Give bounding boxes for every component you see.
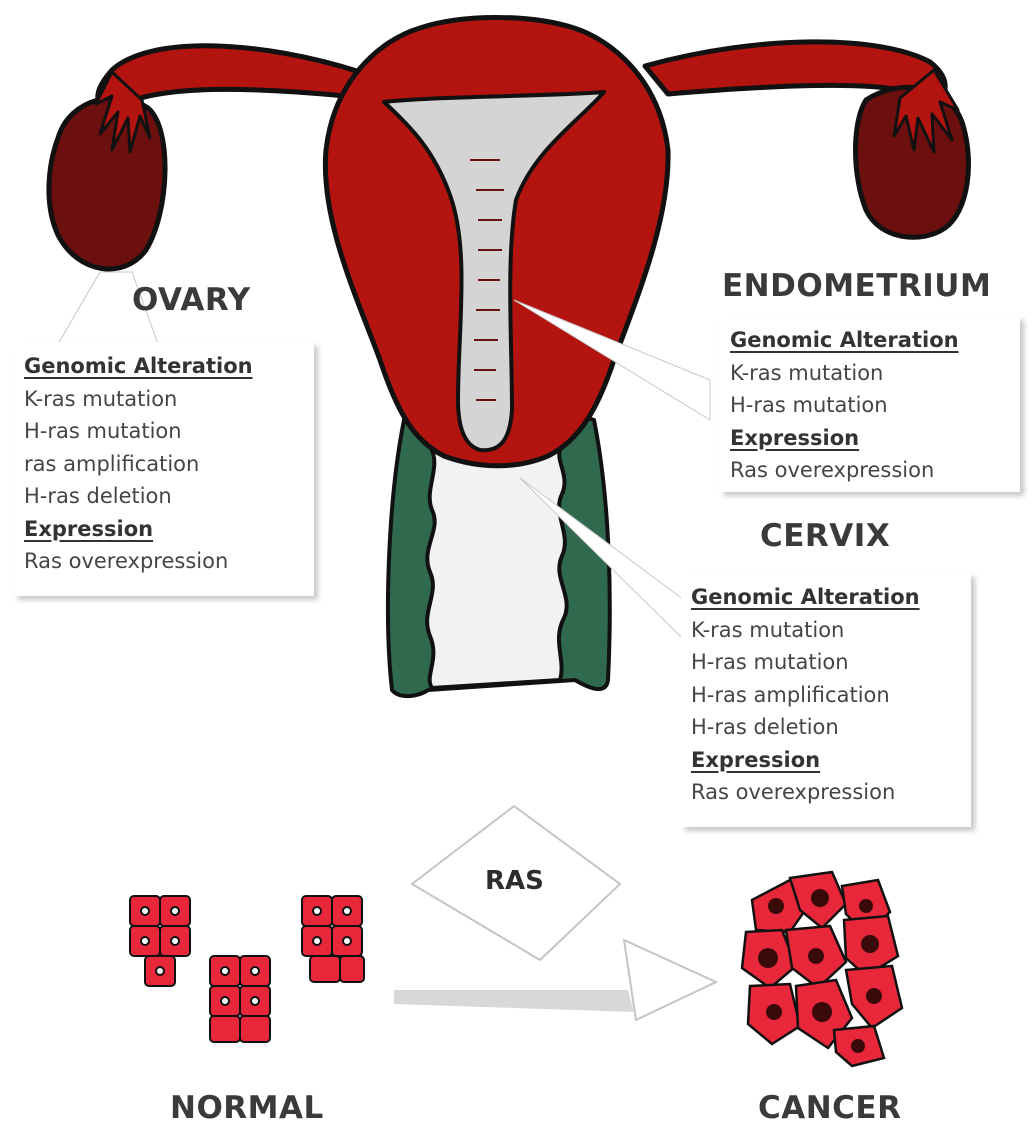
cervix-expression-item: Ras overexpression bbox=[691, 776, 961, 809]
cervical-canal bbox=[427, 450, 567, 688]
cervix-title: CERVIX bbox=[760, 518, 890, 554]
endometrium-genomic-heading: Genomic Alteration bbox=[730, 324, 1010, 357]
endometrium-info-box: Genomic Alteration K-ras mutation H-ras … bbox=[720, 316, 1020, 492]
cervix-info-box: Genomic Alteration K-ras mutation H-ras … bbox=[681, 573, 971, 827]
normal-cell-cluster-2 bbox=[210, 956, 270, 1042]
ovary-expression-item: Ras overexpression bbox=[24, 545, 304, 578]
ras-label: RAS bbox=[485, 866, 544, 896]
endometrium-genomic-item: H-ras mutation bbox=[730, 389, 1010, 422]
cervix-genomic-heading: Genomic Alteration bbox=[691, 581, 961, 614]
cancer-label: CANCER bbox=[758, 1090, 901, 1126]
cervix-genomic-item: H-ras amplification bbox=[691, 679, 961, 712]
ovary-genomic-item: ras amplification bbox=[24, 448, 304, 481]
ovary-title: OVARY bbox=[132, 282, 251, 318]
normal-label: NORMAL bbox=[170, 1090, 324, 1126]
ras-arrow-shadow bbox=[394, 990, 634, 1012]
endometrium-title: ENDOMETRIUM bbox=[722, 268, 991, 304]
ovary-genomic-item: K-ras mutation bbox=[24, 383, 304, 416]
cervix-genomic-item: K-ras mutation bbox=[691, 614, 961, 647]
cervix-genomic-item: H-ras deletion bbox=[691, 711, 961, 744]
cervix-genomic-item: H-ras mutation bbox=[691, 646, 961, 679]
ovary-info-box: Genomic Alteration K-ras mutation H-ras … bbox=[14, 342, 314, 596]
ovary-genomic-item: H-ras deletion bbox=[24, 480, 304, 513]
ovary-genomic-item: H-ras mutation bbox=[24, 415, 304, 448]
ras-arrow-tip bbox=[624, 940, 716, 1020]
cervix-expression-heading: Expression bbox=[691, 744, 961, 777]
endometrium-expression-heading: Expression bbox=[730, 422, 1010, 455]
endometrium-genomic-item: K-ras mutation bbox=[730, 357, 1010, 390]
endometrium-expression-item: Ras overexpression bbox=[730, 454, 1010, 487]
normal-cell-cluster-3 bbox=[302, 896, 364, 982]
normal-cell-cluster-1 bbox=[130, 896, 190, 986]
ovary-genomic-heading: Genomic Alteration bbox=[24, 350, 304, 383]
ovary-expression-heading: Expression bbox=[24, 513, 304, 546]
